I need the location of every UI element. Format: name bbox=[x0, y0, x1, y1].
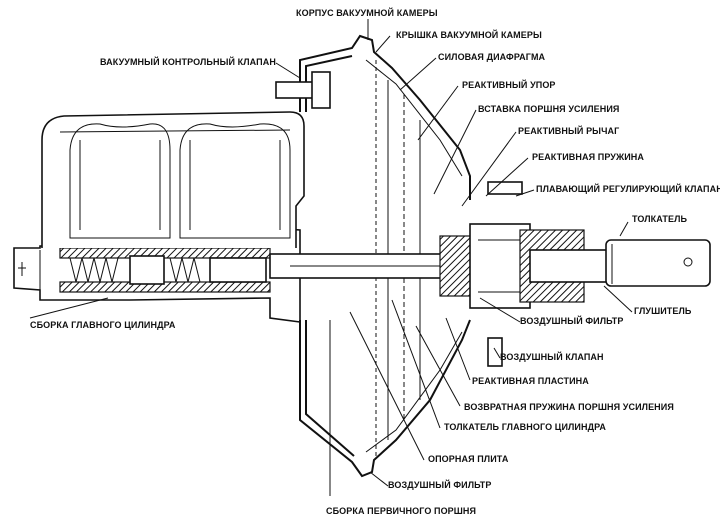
master-cylinder bbox=[13, 227, 301, 323]
label-master-cylinder-assembly: СБОРКА ГЛАВНОГО ЦИЛИНДРА bbox=[30, 320, 176, 330]
label-piston-return-spring: ВОЗВРАТНАЯ ПРУЖИНА ПОРШНЯ УСИЛЕНИЯ bbox=[464, 402, 674, 412]
label-air-filter-lower: ВОЗДУШНЫЙ ФИЛЬТР bbox=[388, 480, 492, 490]
label-chamber-cover: КРЫШКА ВАКУУМНОЙ КАМЕРЫ bbox=[396, 30, 542, 40]
label-reaction-lever: РЕАКТИВНЫЙ РЫЧАГ bbox=[518, 126, 620, 136]
label-floating-control-valve: ПЛАВАЮЩИЙ РЕГУЛИРУЮЩИЙ КЛАПАН bbox=[536, 184, 720, 194]
label-power-piston-insert: ВСТАВКА ПОРШНЯ УСИЛЕНИЯ bbox=[478, 104, 620, 114]
label-reaction-plate: РЕАКТИВНАЯ ПЛАСТИНА bbox=[472, 376, 589, 386]
label-pushrod: ТОЛКАТЕЛЬ bbox=[632, 214, 688, 224]
leader-lines bbox=[29, 19, 633, 496]
label-air-valve: ВОЗДУШНЫЙ КЛАПАН bbox=[500, 352, 604, 362]
pushrod-assembly bbox=[269, 181, 711, 367]
label-chamber-body: КОРПУС ВАКУУМНОЙ КАМЕРЫ bbox=[296, 8, 438, 18]
label-reaction-spring: РЕАКТИВНАЯ ПРУЖИНА bbox=[532, 152, 645, 162]
label-air-filter-upper: ВОЗДУШНЫЙ ФИЛЬТР bbox=[520, 316, 624, 326]
label-support-plate: ОПОРНАЯ ПЛИТА bbox=[428, 454, 509, 464]
vacuum-check-valve bbox=[275, 71, 331, 109]
label-master-cylinder-pushrod: ТОЛКАТЕЛЬ ГЛАВНОГО ЦИЛИНДРА bbox=[444, 422, 607, 432]
label-reaction-stop: РЕАКТИВНЫЙ УПОР bbox=[462, 80, 556, 90]
label-silencer: ГЛУШИТЕЛЬ bbox=[634, 306, 692, 316]
label-primary-piston-assembly: СБОРКА ПЕРВИЧНОГО ПОРШНЯ bbox=[326, 506, 477, 516]
label-vacuum-check-valve: ВАКУУМНЫЙ КОНТРОЛЬНЫЙ КЛАПАН bbox=[100, 57, 276, 67]
label-power-diaphragm: СИЛОВАЯ ДИАФРАГМА bbox=[438, 52, 546, 62]
fluid-reservoir bbox=[41, 111, 305, 248]
